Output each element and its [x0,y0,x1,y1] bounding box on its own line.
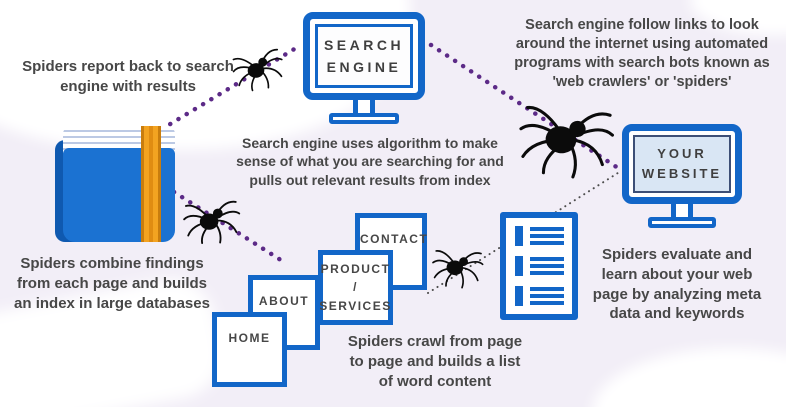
index-book-icon [55,126,177,242]
search-engine-label: SEARCH ENGINE [323,36,405,75]
page-label: CONTACT [360,232,429,246]
caption-evaluate: Spiders evaluate and learn about your we… [592,246,762,323]
meta-data-document-icon [500,212,578,320]
your-website-monitor-icon: YOUR WEBSITE [622,124,742,228]
caption-crawl-pages: Spiders crawl from page to page and buil… [347,333,523,390]
document-row [515,256,564,276]
your-website-label: YOUR WEBSITE [641,145,723,181]
caption-combine-findings: Spiders combine findings from each page … [14,255,210,312]
monitor-base [648,217,716,228]
spider-icon [183,200,241,245]
caption-algorithm: Search engine uses algorithm to make sen… [236,135,504,188]
monitor-neck [671,204,693,217]
monitor-neck [353,100,375,113]
checkbox-icon [515,256,523,276]
document-row [515,226,564,246]
monitor-frame: SEARCH ENGINE [303,12,425,100]
caption-report-back: Spiders report back to search engine wit… [22,58,234,95]
spider-icon [512,98,618,185]
spider-icon [230,48,287,94]
monitor-frame: YOUR WEBSITE [622,124,742,204]
cloud-shape [592,348,786,407]
page-label: PRODUCT / SERVICES [319,261,392,313]
checkbox-icon [515,286,523,306]
page-box-product-services: PRODUCT / SERVICES [318,250,393,325]
book-ribbon [141,126,161,242]
search-engine-monitor-icon: SEARCH ENGINE [303,12,425,124]
text-lines-icon [530,287,564,305]
monitor-base [329,113,399,124]
page-label: ABOUT [258,294,310,308]
text-lines-icon [530,257,564,275]
checkbox-icon [515,226,523,246]
page-label: HOME [228,331,271,345]
monitor-screen: SEARCH ENGINE [315,24,413,88]
text-lines-icon [530,227,564,245]
document-row [515,286,564,306]
monitor-screen: YOUR WEBSITE [633,135,731,193]
spider-icon [429,246,485,292]
page-box-home: HOME [212,312,287,387]
